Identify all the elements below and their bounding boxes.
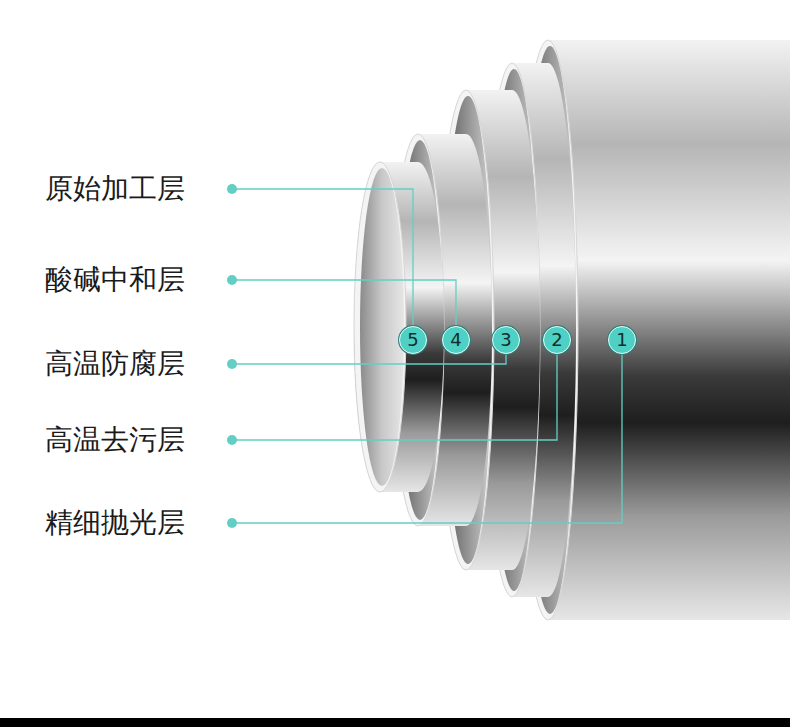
callout-circle: 5 (399, 326, 427, 354)
layer-label: 原始加工层 (45, 172, 185, 206)
layer-hole (360, 168, 404, 486)
callout-number: 1 (616, 331, 627, 349)
layer-rim (354, 162, 406, 492)
layer-label: 酸碱中和层 (45, 263, 185, 297)
callout-number: 3 (500, 331, 511, 349)
callout-circle: 1 (608, 326, 636, 354)
layer-label: 高温防腐层 (45, 347, 185, 381)
leader-lines (232, 189, 622, 523)
layer-label: 精细抛光层 (45, 506, 185, 540)
callout-number: 4 (450, 331, 461, 349)
leader-dots (227, 184, 237, 528)
callout-circle: 2 (543, 326, 571, 354)
layer-label: 高温去污层 (45, 423, 185, 457)
pipe-layer (354, 162, 444, 492)
callout-circle: 3 (492, 326, 520, 354)
callout-circle: 4 (442, 326, 470, 354)
callout-number: 5 (407, 331, 418, 349)
callout-number: 2 (551, 331, 562, 349)
